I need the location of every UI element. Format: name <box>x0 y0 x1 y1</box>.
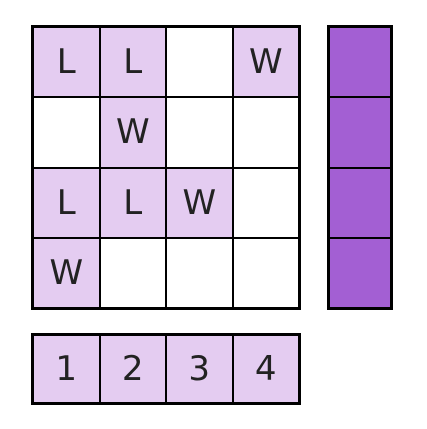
board-cell-r2-c2[interactable]: W <box>99 97 166 168</box>
number-cell-4[interactable]: 4 <box>232 335 299 403</box>
number-cell-1[interactable]: 1 <box>33 335 100 403</box>
board-cell-r3-c3[interactable]: W <box>166 167 233 238</box>
side-cell-2 <box>329 97 391 168</box>
board-cell-r4-c3[interactable] <box>166 237 233 308</box>
board-cell-r1-c1[interactable]: L <box>33 27 100 98</box>
number-selector-row: 1 2 3 4 <box>31 333 301 405</box>
number-cell-2[interactable]: 2 <box>99 335 166 403</box>
board-cell-r4-c4[interactable] <box>232 237 299 308</box>
side-cell-3 <box>329 167 391 238</box>
board-cell-r3-c1[interactable]: L <box>33 167 100 238</box>
board-cell-r3-c2[interactable]: L <box>99 167 166 238</box>
board-cell-r1-c2[interactable]: L <box>99 27 166 98</box>
board-cell-r1-c3[interactable] <box>166 27 233 98</box>
board-cell-r2-c1[interactable] <box>33 97 100 168</box>
board-cell-r3-c4[interactable] <box>232 167 299 238</box>
game-board: L L W W L L W W <box>31 25 301 310</box>
board-cell-r4-c2[interactable] <box>99 237 166 308</box>
board-cell-r2-c4[interactable] <box>232 97 299 168</box>
number-cell-3[interactable]: 3 <box>166 335 233 403</box>
side-progress-column <box>327 25 393 310</box>
side-cell-4 <box>329 237 391 308</box>
board-cell-r2-c3[interactable] <box>166 97 233 168</box>
side-cell-1 <box>329 27 391 98</box>
board-cell-r1-c4[interactable]: W <box>232 27 299 98</box>
board-cell-r4-c1[interactable]: W <box>33 237 100 308</box>
